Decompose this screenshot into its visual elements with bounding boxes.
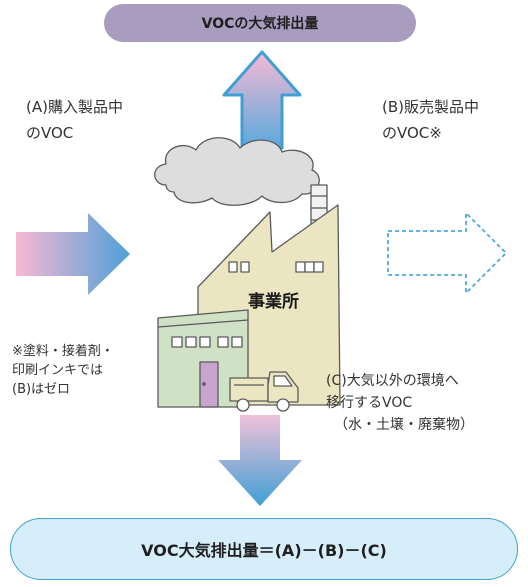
other-environment-voc-label: (C)大気以外の環境へ 移行するVOC （水・土壌・廃棄物） bbox=[326, 373, 474, 433]
sales-output-arrow bbox=[387, 210, 508, 296]
purchase-input-arrow bbox=[16, 213, 130, 295]
sales-voc-label: (B)販売製品中 のVOC※ bbox=[382, 98, 479, 142]
purchase-voc-label: (A)購入製品中 のVOC bbox=[26, 98, 123, 142]
emission-formula-box: VOC大気排出量＝(A)－(B)－(C) bbox=[10, 518, 518, 580]
air-emission-label: VOCの大気排出量 bbox=[201, 16, 319, 32]
factory-name: 事業所 bbox=[248, 292, 299, 312]
air-emission-box: VOCの大気排出量 bbox=[104, 4, 416, 42]
emission-formula: VOC大気排出量＝(A)－(B)－(C) bbox=[141, 541, 387, 560]
note-text: ※塗料・接着剤・ 印刷インキでは (B)はゼロ bbox=[12, 344, 114, 397]
truck bbox=[229, 371, 299, 412]
smoke-cloud bbox=[154, 137, 320, 206]
office-door bbox=[199, 361, 219, 408]
emission-up-arrow bbox=[222, 50, 302, 150]
factory-illustration bbox=[154, 137, 341, 412]
result-down-arrow bbox=[218, 415, 302, 506]
